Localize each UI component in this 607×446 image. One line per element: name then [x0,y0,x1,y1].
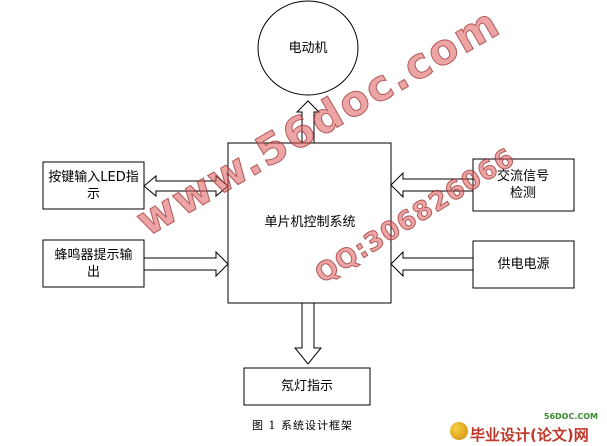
motor-label: 电动机 [288,40,328,56]
logo-title: 毕业设计(论文)网 [470,426,589,444]
mcu-label: 单片机控制系统 [264,214,356,230]
site-logo: 56DOC.COM 毕业设计(论文)网 [448,412,604,444]
keys-led-label: 按键输入LED指示 [48,170,139,202]
arrow-ac-to-mcu [390,171,474,199]
ac-signal-box [472,158,575,212]
arrow-buzzer-to-mcu [143,250,229,278]
buzzer-label: 蜂鸣器提示输出 [54,248,133,280]
arrow-mcu-to-neon [293,302,323,365]
keys-led-box [42,161,145,210]
power-box [472,240,575,289]
globe-icon [450,422,468,440]
power-label: 供电电源 [497,256,550,272]
buzzer-box [42,239,145,288]
arrow-power-to-mcu [390,250,474,278]
neon-box [243,367,371,406]
figure-caption: 图 1 系统设计框架 [252,419,353,432]
neon-label: 氖灯指示 [280,378,333,394]
motor-circle [257,0,359,96]
arrow-keys-mcu [143,174,229,198]
arrow-mcu-to-motor [295,100,321,144]
mcu-box [227,142,392,304]
logo-domain: 56DOC.COM [543,412,598,421]
ac-signal-label: 交流信号检测 [496,169,549,201]
